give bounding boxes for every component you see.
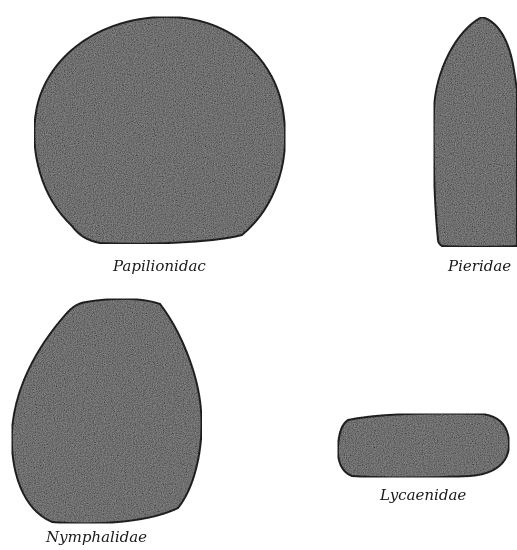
shape-pieridae <box>434 17 517 247</box>
label-lycaenidae: Lycaenidae <box>380 486 466 504</box>
shape-papilionidae <box>34 17 285 244</box>
label-papilionidae: Papilionidac <box>113 257 206 275</box>
label-nymphalidae: Nymphalidae <box>46 528 147 546</box>
shape-nymphalidae <box>12 299 202 524</box>
label-pieridae: Pieridae <box>448 257 511 275</box>
shape-lycaenidae <box>338 414 509 478</box>
